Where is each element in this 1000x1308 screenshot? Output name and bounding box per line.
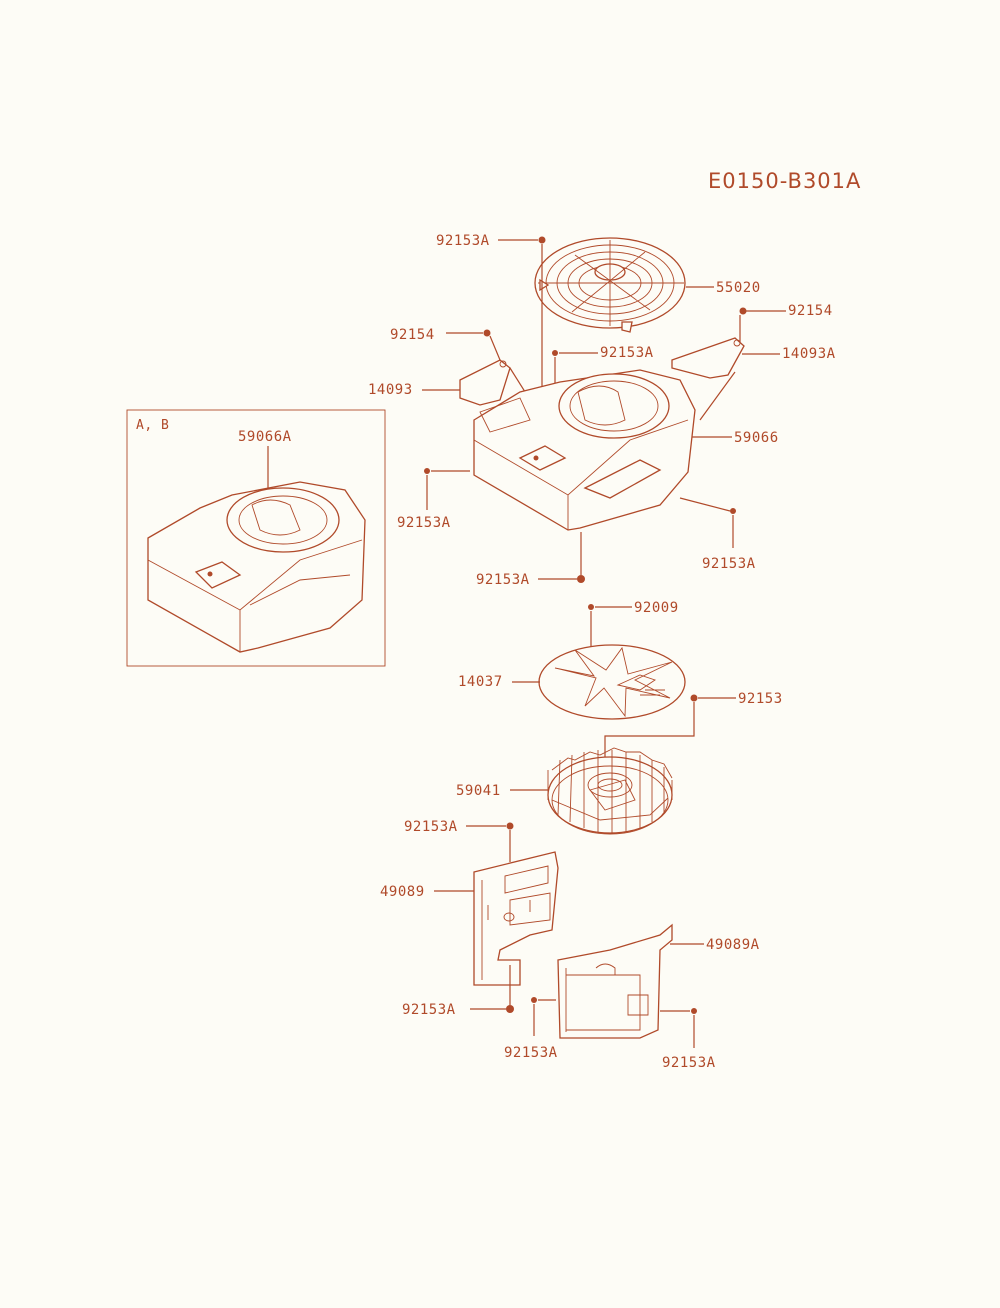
label-92154-left[interactable]: 92154	[390, 327, 435, 343]
bolt-92153A-top	[538, 236, 546, 244]
inset-title: A, B	[136, 418, 169, 433]
bolt-92153	[690, 694, 698, 702]
bolt-92153A-plate	[506, 822, 514, 830]
bolt-92153A-mid	[552, 350, 558, 356]
bolt-92153A-right	[730, 508, 736, 514]
label-92154-right[interactable]: 92154	[788, 303, 833, 319]
label-49089[interactable]: 49089	[380, 884, 425, 900]
label-92153[interactable]: 92153	[738, 691, 783, 707]
baffle-plate-49089A	[557, 923, 673, 1039]
bracket-14093	[459, 359, 511, 406]
label-59066[interactable]: 59066	[734, 430, 779, 446]
bolt-92154-right	[739, 307, 747, 315]
label-59066A[interactable]: 59066A	[238, 429, 292, 445]
label-92153A-low3[interactable]: 92153A	[662, 1055, 716, 1071]
label-92153A-plate[interactable]: 92153A	[404, 819, 458, 835]
label-55020[interactable]: 55020	[716, 280, 761, 296]
screen-14037	[538, 644, 686, 720]
bolt-92153A-low3	[691, 1008, 697, 1014]
bolt-92153A-low1	[506, 1005, 514, 1013]
label-92153A-left[interactable]: 92153A	[397, 515, 451, 531]
bolt-92153A-bottom	[577, 575, 585, 583]
label-59041[interactable]: 59041	[456, 783, 501, 799]
bolt-92153A-low2	[531, 997, 537, 1003]
label-14037[interactable]: 14037	[458, 674, 503, 690]
label-49089A[interactable]: 49089A	[706, 937, 760, 953]
diagram-code: E0150-B301A	[708, 169, 861, 193]
label-14093A[interactable]: 14093A	[782, 346, 836, 362]
label-92153A-mid[interactable]: 92153A	[600, 345, 654, 361]
label-14093[interactable]: 14093	[368, 382, 413, 398]
label-92153A-top[interactable]: 92153A	[436, 233, 490, 249]
cooling-fan-59041	[547, 747, 673, 835]
fan-guard-55020	[534, 237, 686, 333]
fan-housing-59066	[473, 369, 696, 531]
bolt-92009	[588, 604, 594, 610]
bolt-92153A-left	[424, 468, 430, 474]
bolt-92154-left	[483, 329, 491, 337]
fan-housing-59066A	[147, 481, 366, 653]
label-92153A-bottom[interactable]: 92153A	[476, 572, 530, 588]
label-92009[interactable]: 92009	[634, 600, 679, 616]
baffle-plate-49089	[473, 851, 559, 986]
bracket-14093A	[671, 337, 745, 379]
label-92153A-right[interactable]: 92153A	[702, 556, 756, 572]
label-92153A-low2[interactable]: 92153A	[504, 1045, 558, 1061]
inset-box	[126, 409, 386, 667]
label-92153A-low1[interactable]: 92153A	[402, 1002, 456, 1018]
